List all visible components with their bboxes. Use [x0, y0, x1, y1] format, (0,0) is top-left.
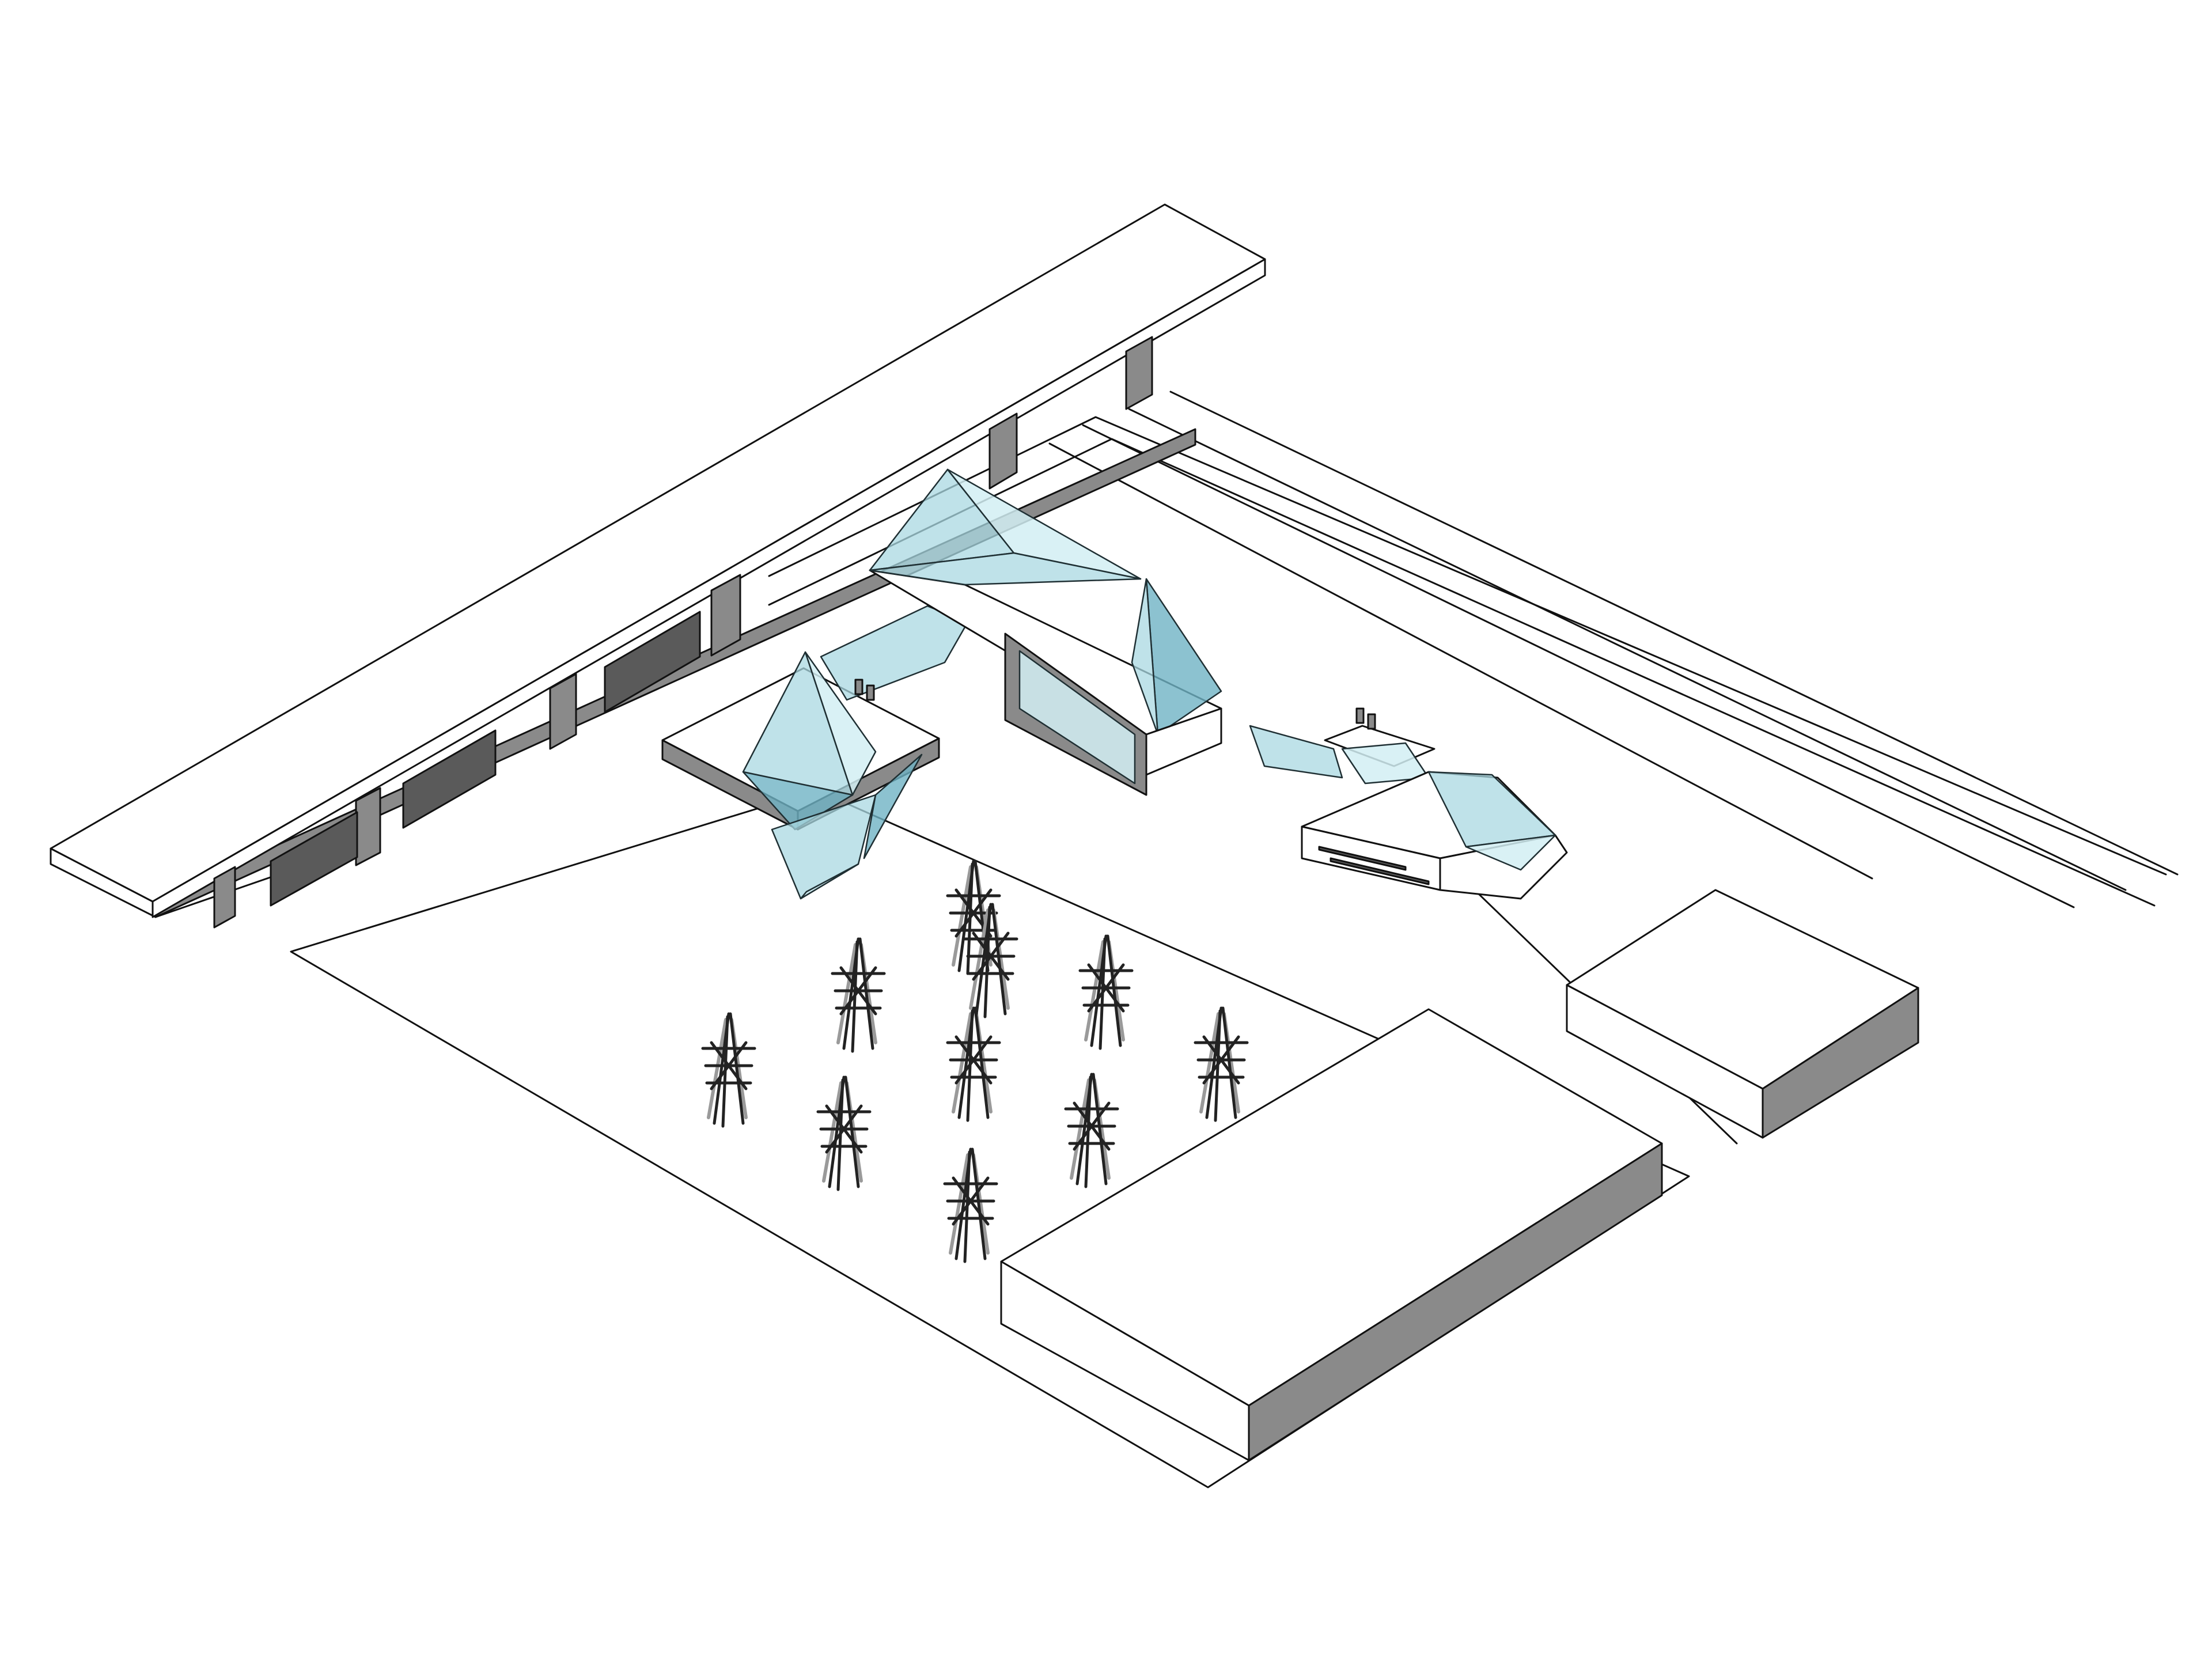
- mast-strut: [971, 1147, 987, 1260]
- right-block: [1566, 889, 1919, 1139]
- mast-strut: [955, 1035, 993, 1085]
- mast-sculpture: [963, 903, 1018, 1018]
- column-4: [710, 574, 741, 657]
- vent-cylinder-2: [866, 684, 875, 701]
- masts: [701, 859, 1249, 1263]
- mast-sculpture: [1078, 934, 1134, 1050]
- mast-strut: [974, 1006, 990, 1119]
- mast-strut: [1106, 934, 1122, 1047]
- mast-strut: [1199, 1012, 1220, 1113]
- mast-strut: [1202, 1035, 1240, 1085]
- column-3: [549, 673, 577, 750]
- vent-cylinder-3: [1355, 707, 1365, 724]
- rail-line-1: [1169, 391, 2179, 876]
- rail-line-3: [1082, 424, 2075, 908]
- mast-sculpture: [831, 937, 886, 1053]
- mast-strut: [710, 1041, 748, 1090]
- glass-pavilion: [661, 468, 1568, 900]
- rail-line-4: [1048, 442, 1873, 880]
- lower-block-front: [1248, 1142, 1663, 1461]
- mast-strut: [969, 908, 990, 1010]
- mast-strut: [1073, 1101, 1111, 1151]
- mast-sculpture: [1194, 1006, 1249, 1122]
- mast-strut: [952, 1176, 990, 1226]
- mast-strut: [729, 1012, 745, 1125]
- slab-front-edge: [151, 258, 1266, 918]
- main-peak-3: [869, 552, 1142, 586]
- right-bridge: [1249, 725, 1343, 779]
- mast-strut: [952, 1012, 972, 1113]
- mast-strut: [1092, 1073, 1108, 1185]
- mast-sculpture: [701, 1012, 756, 1128]
- window-band-3: [604, 611, 701, 713]
- right-slot-window-2: [1330, 857, 1430, 885]
- plaza-outline: [290, 789, 1690, 1488]
- main-hall-right-block: [1145, 707, 1222, 776]
- lower-block: [1000, 1008, 1663, 1461]
- ground-lines: [290, 391, 2179, 1488]
- vent-cylinder-4: [1367, 713, 1376, 730]
- column-6: [1125, 336, 1153, 410]
- right-roof-glass-2: [1465, 834, 1556, 871]
- left-spire-2: [804, 651, 877, 796]
- mast-sculpture: [946, 1006, 1001, 1122]
- mast-strut: [858, 937, 874, 1050]
- mast-strut: [991, 903, 1007, 1016]
- mast-sculpture: [1064, 1073, 1119, 1188]
- mast-strut: [707, 1018, 728, 1119]
- mast-sculpture: [943, 1147, 998, 1263]
- street-line-1: [768, 416, 2167, 876]
- elevated-slab: [50, 203, 1266, 929]
- right-slot-window-1: [1318, 846, 1407, 871]
- mast-strut: [844, 1075, 860, 1188]
- mast-strut: [825, 1104, 863, 1154]
- mast-strut: [822, 1081, 843, 1183]
- mast-strut: [952, 865, 972, 967]
- main-peak-5: [1131, 578, 1159, 736]
- column-1: [213, 866, 236, 929]
- mast-strut: [955, 888, 993, 938]
- right-block-front: [1762, 987, 1919, 1139]
- mast-sculpture: [816, 1075, 872, 1191]
- left-hanging-3: [863, 753, 923, 859]
- mast-strut: [1087, 963, 1125, 1013]
- mast-strut: [1221, 1006, 1237, 1119]
- glass-bridge-1: [820, 605, 969, 701]
- mast-strut: [1070, 1078, 1090, 1180]
- window-band-1: [270, 811, 358, 907]
- mast-strut: [839, 966, 877, 1016]
- column-2: [355, 787, 381, 866]
- mast-strut: [972, 931, 1010, 981]
- main-hall-windows: [1018, 650, 1136, 785]
- left-hanging-2: [800, 863, 859, 900]
- vent-cylinder-1: [854, 679, 863, 695]
- mast-strut: [949, 1153, 969, 1255]
- window-band-2: [402, 729, 497, 829]
- rail-line-2: [1128, 408, 2127, 891]
- column-5: [988, 412, 1018, 490]
- mast-strut: [1084, 940, 1105, 1041]
- mast-strut: [836, 943, 857, 1044]
